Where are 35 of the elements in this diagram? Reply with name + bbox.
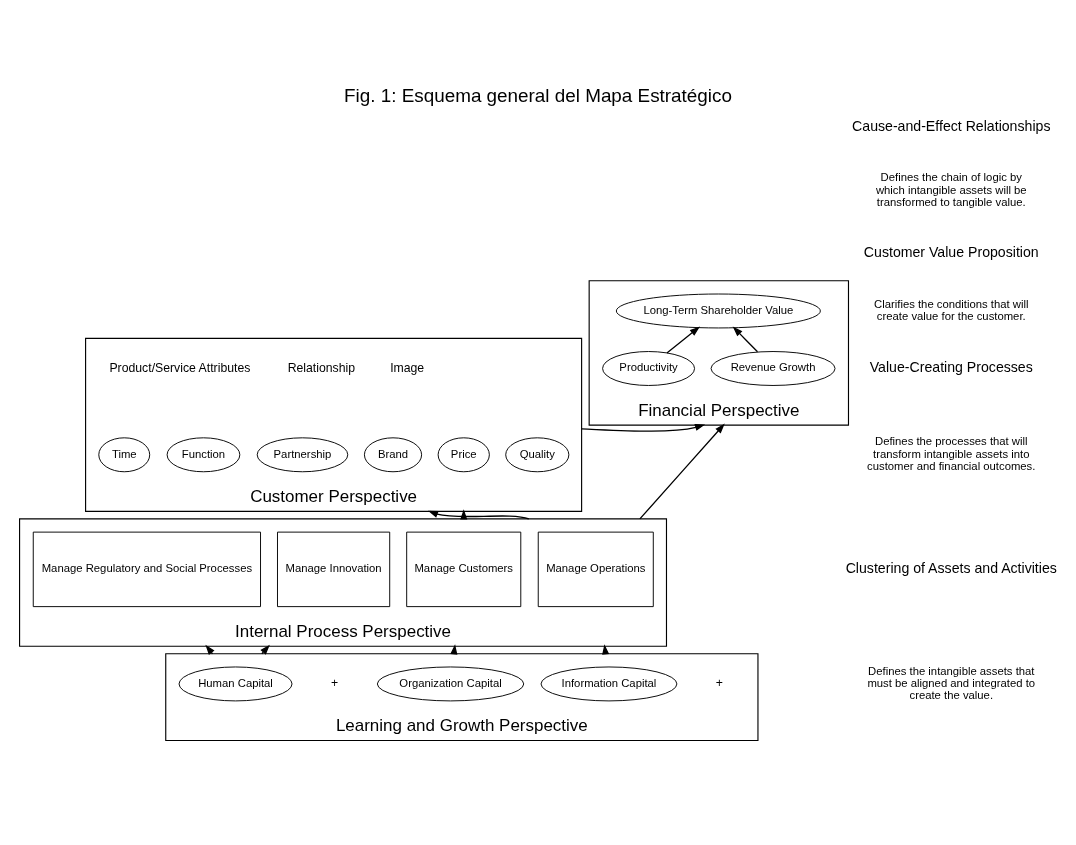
node-box: Manage Innovation bbox=[277, 531, 391, 608]
label: Defines the intangible assets that must be aligned and integrated to create the value. bbox=[867, 664, 1036, 702]
node-ellipse: Organization Capital bbox=[376, 666, 525, 702]
label: Value-Creating Processes bbox=[869, 358, 1033, 375]
node-ellipse: Brand bbox=[363, 437, 423, 473]
label: Image bbox=[390, 360, 425, 375]
diagram-title: Fig. 1: Esquema general del Mapa Estratégico bbox=[344, 84, 732, 106]
node-ellipse: Price bbox=[437, 437, 490, 473]
arrow bbox=[732, 326, 759, 353]
label: Clarifies the conditions that will create value for the customer. bbox=[874, 297, 1029, 323]
label: Cause-and-Effect Relationships bbox=[852, 118, 1051, 135]
label: Product/Service Attributes bbox=[109, 360, 251, 375]
node-ellipse: Long-Term Shareholder Value bbox=[615, 293, 821, 329]
node-ellipse: Productivity bbox=[602, 351, 695, 386]
arrow bbox=[639, 423, 725, 520]
node-ellipse: Human Capital bbox=[178, 666, 293, 702]
node-ellipse: Time bbox=[98, 437, 151, 473]
label: Clustering of Assets and Activities bbox=[845, 559, 1057, 576]
node-box: Manage Customers bbox=[406, 531, 522, 608]
label: Relationship bbox=[287, 360, 356, 375]
node-ellipse: Revenue Growth bbox=[710, 351, 836, 386]
label: + bbox=[330, 676, 339, 691]
label: Defines the chain of logic by which intangible assets will be transformed to tangible value. bbox=[875, 171, 1027, 208]
label: + bbox=[715, 676, 723, 691]
arrow bbox=[666, 326, 700, 354]
arrow bbox=[205, 644, 215, 655]
node-ellipse: Quality bbox=[505, 437, 570, 473]
node-box: Manage Regulatory and Social Processes bbox=[32, 531, 261, 608]
label: Defines the processes that will transform intangible assets into customer and financial outcomes. bbox=[867, 435, 1036, 472]
node-box: Manage Operations bbox=[537, 531, 654, 608]
node-ellipse: Partnership bbox=[256, 437, 349, 473]
arrow bbox=[580, 424, 706, 432]
node-ellipse: Information Capital bbox=[540, 666, 678, 702]
label: Customer Value Proposition bbox=[863, 243, 1039, 260]
node-ellipse: Function bbox=[166, 437, 241, 473]
